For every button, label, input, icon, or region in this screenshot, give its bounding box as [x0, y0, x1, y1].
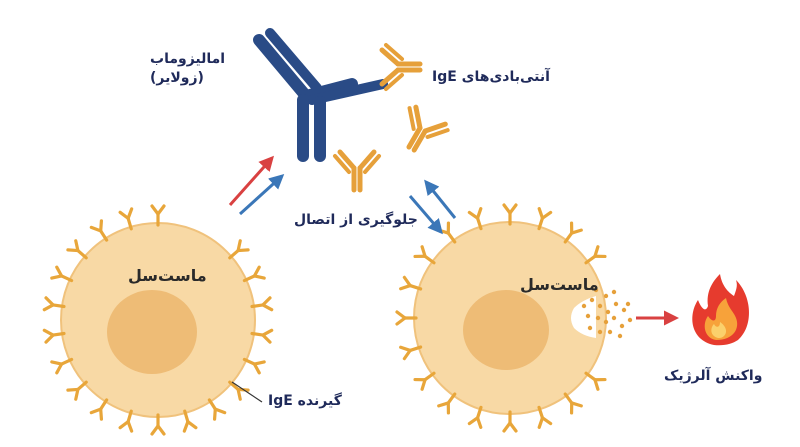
mast-cell-right-label: ماست‌سل: [520, 275, 599, 294]
arrow-blue-right-up: [424, 179, 457, 219]
mast-cell-right: [395, 203, 633, 433]
granule: [613, 301, 619, 307]
granule: [597, 329, 603, 335]
ige-receptor: [228, 239, 250, 260]
granule: [593, 287, 599, 293]
ige-receptor: [207, 398, 227, 421]
ige-antibodies-label: آنتی‌بادی‌های IgE: [432, 69, 550, 85]
omalizumab-antibody-icon: [253, 28, 388, 162]
granule: [589, 297, 595, 303]
granule: [597, 303, 603, 309]
ige-antibody: [406, 104, 450, 153]
granule: [619, 323, 625, 329]
omalizumab-brand: (زولایر): [150, 70, 204, 86]
block-binding-label: جلوگیری از اتصال: [294, 212, 418, 228]
omalizumab-label: امالیزوماب (زولایر): [150, 50, 225, 88]
ige-receptor: [150, 413, 166, 436]
ige-receptor: [584, 371, 607, 391]
ige-receptor: [182, 409, 198, 433]
ige-receptor: [584, 245, 607, 265]
ige-receptor: [228, 380, 250, 401]
ige-receptor: [89, 398, 109, 421]
granule: [605, 309, 611, 315]
granule: [611, 315, 617, 321]
arrow-red-left: [228, 155, 274, 206]
ige-receptor: [42, 296, 66, 312]
ige-receptor: [537, 405, 553, 429]
ige-receptor: [413, 245, 436, 265]
ige-receptor: [502, 410, 518, 433]
ige-receptor: [50, 357, 74, 375]
ige-receptor: [563, 392, 583, 415]
ige-receptor: [537, 207, 553, 231]
granule: [621, 307, 627, 313]
granule: [587, 325, 593, 331]
ige-receptor: [399, 275, 423, 291]
ige-receptor: [467, 405, 483, 429]
granule: [603, 293, 609, 299]
ige-receptor: [242, 357, 266, 375]
ige-receptor: [467, 207, 483, 231]
ige-receptor: [66, 380, 88, 401]
granule: [603, 319, 609, 325]
ige-receptor: [399, 345, 423, 361]
granule: [627, 317, 633, 323]
ige-receptor: [250, 296, 274, 312]
omalizumab-name: امالیزوماب: [150, 51, 226, 67]
granule: [595, 315, 601, 321]
mast-cell-left: [42, 204, 274, 436]
granule: [617, 333, 623, 339]
ige-receptor: [437, 392, 457, 415]
ige-receptor: [118, 207, 134, 231]
ige-antibody: [379, 43, 423, 91]
ige-receptor: [563, 221, 583, 244]
receptor-pointer: [231, 381, 263, 403]
granule: [607, 329, 613, 335]
ige-receptors-right: [395, 203, 607, 433]
ige-receptor: [413, 371, 436, 391]
ige-receptor: [395, 310, 418, 326]
ige-antibody-icon: [333, 43, 450, 193]
granule: [581, 303, 587, 309]
ige-receptor: [42, 328, 66, 344]
ige-receptor-label: گیرنده IgE: [268, 393, 342, 409]
ige-receptor: [66, 239, 88, 260]
allergic-reaction-label: واکنش آلرژیک: [664, 368, 763, 384]
ige-antibody: [333, 149, 381, 193]
ige-receptor: [502, 203, 518, 226]
ige-receptors-left: [42, 204, 274, 436]
ige-receptor: [150, 204, 166, 227]
granule: [611, 289, 617, 295]
flame-icon: [692, 274, 750, 346]
granules: [581, 287, 633, 339]
granule: [585, 313, 591, 319]
arrow-blue-right-down: [408, 195, 443, 235]
ige-receptor: [89, 219, 109, 242]
ige-receptor: [242, 265, 266, 283]
mast-cell-left-label: ماست‌سل: [128, 266, 207, 285]
granule: [625, 301, 631, 307]
arrow-blue-left: [238, 173, 285, 216]
ige-receptor: [118, 409, 134, 433]
ige-receptor: [50, 265, 74, 283]
ige-receptor: [250, 328, 274, 344]
